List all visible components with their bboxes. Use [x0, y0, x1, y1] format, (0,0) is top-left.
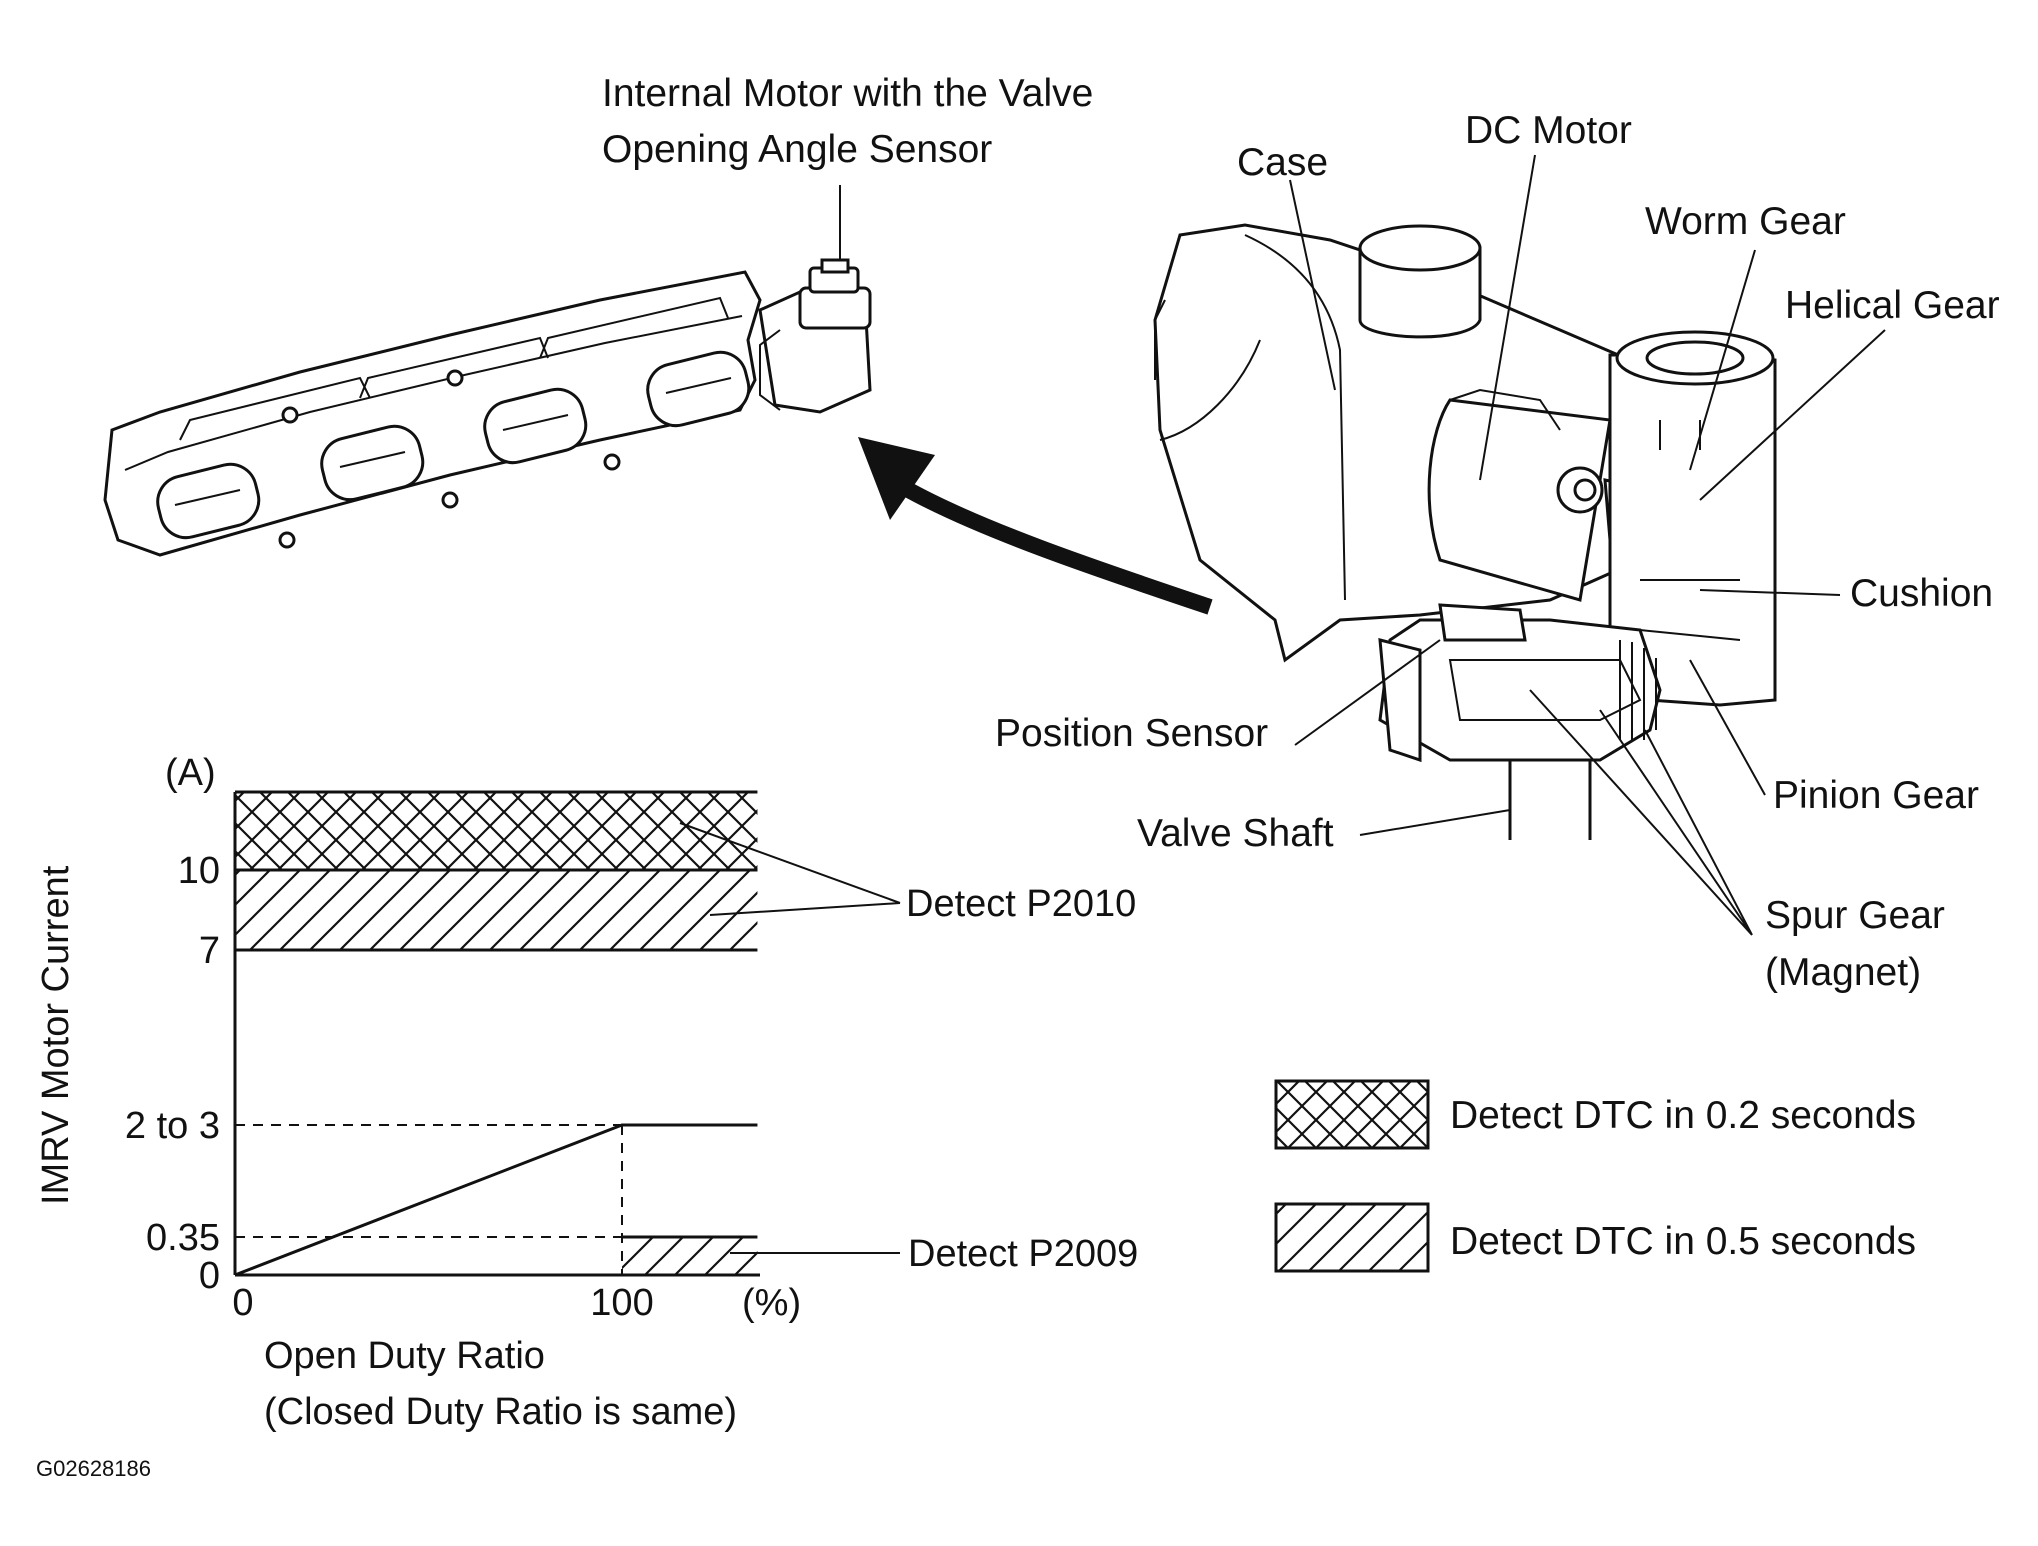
valve-shaft-label: Valve Shaft: [1137, 812, 1334, 855]
y-unit-label: (A): [165, 752, 216, 794]
y-axis-label: IMRV Motor Current: [35, 865, 77, 1205]
x-tick-label-0: 0: [232, 1282, 253, 1324]
motor-label-line1: Internal Motor with the Valve: [602, 72, 1093, 115]
y-tick-label-0: 10: [178, 850, 220, 892]
case-label: Case: [1237, 141, 1328, 184]
y-tick-label-4: 0: [199, 1255, 220, 1297]
pinion-gear-label: Pinion Gear: [1773, 774, 1979, 817]
annotation-p2009: Detect P2009: [908, 1233, 1138, 1275]
annotation-p2010: Detect P2010: [906, 883, 1136, 925]
cushion-label: Cushion: [1850, 572, 1993, 615]
position-sensor-label: Position Sensor: [995, 712, 1268, 755]
chart-region-1: [235, 870, 758, 950]
spur-gear-label-line1: Spur Gear: [1765, 894, 1945, 937]
y-tick-label-2: 2 to 3: [125, 1105, 220, 1147]
x-axis-label-line2: (Closed Duty Ratio is same): [264, 1391, 737, 1433]
intake-manifold-illustration: [103, 185, 872, 557]
motor-label-line2: Opening Angle Sensor: [602, 128, 992, 171]
chart-region-2: [622, 1237, 758, 1275]
worm-gear-label: Worm Gear: [1645, 200, 1846, 243]
current-series-line: [234, 1123, 758, 1277]
chart-region-0: [235, 792, 758, 870]
curved-arrow-icon: [858, 437, 1213, 615]
x-unit-label: (%): [742, 1282, 801, 1324]
p2010-leader-upper: [679, 822, 901, 904]
y-tick-label-3: 0.35: [146, 1217, 220, 1259]
y-tick-label-1: 7: [199, 930, 220, 972]
part-leader-lines: [1289, 154, 1886, 936]
p2010-leader-lower: [709, 902, 901, 916]
x-axis-label-line1: Open Duty Ratio: [264, 1335, 545, 1377]
figure-id: G02628186: [36, 1456, 151, 1481]
legend-diagonal-label: Detect DTC in 0.5 seconds: [1450, 1220, 1916, 1263]
legend-diagonal-swatch: [1274, 1202, 1430, 1273]
legend: Detect DTC in 0.2 seconds Detect DTC in …: [1274, 1079, 1916, 1273]
x-tick-label-1: 100: [590, 1282, 653, 1324]
legend-crosshatch-label: Detect DTC in 0.2 seconds: [1450, 1094, 1916, 1137]
spur-gear-label-line2: (Magnet): [1765, 951, 1921, 994]
helical-gear-label: Helical Gear: [1785, 284, 2000, 327]
dc-motor-label: DC Motor: [1465, 109, 1632, 152]
legend-crosshatch-swatch: [1274, 1079, 1430, 1150]
actuator-cutaway-illustration: [1153, 223, 1777, 840]
